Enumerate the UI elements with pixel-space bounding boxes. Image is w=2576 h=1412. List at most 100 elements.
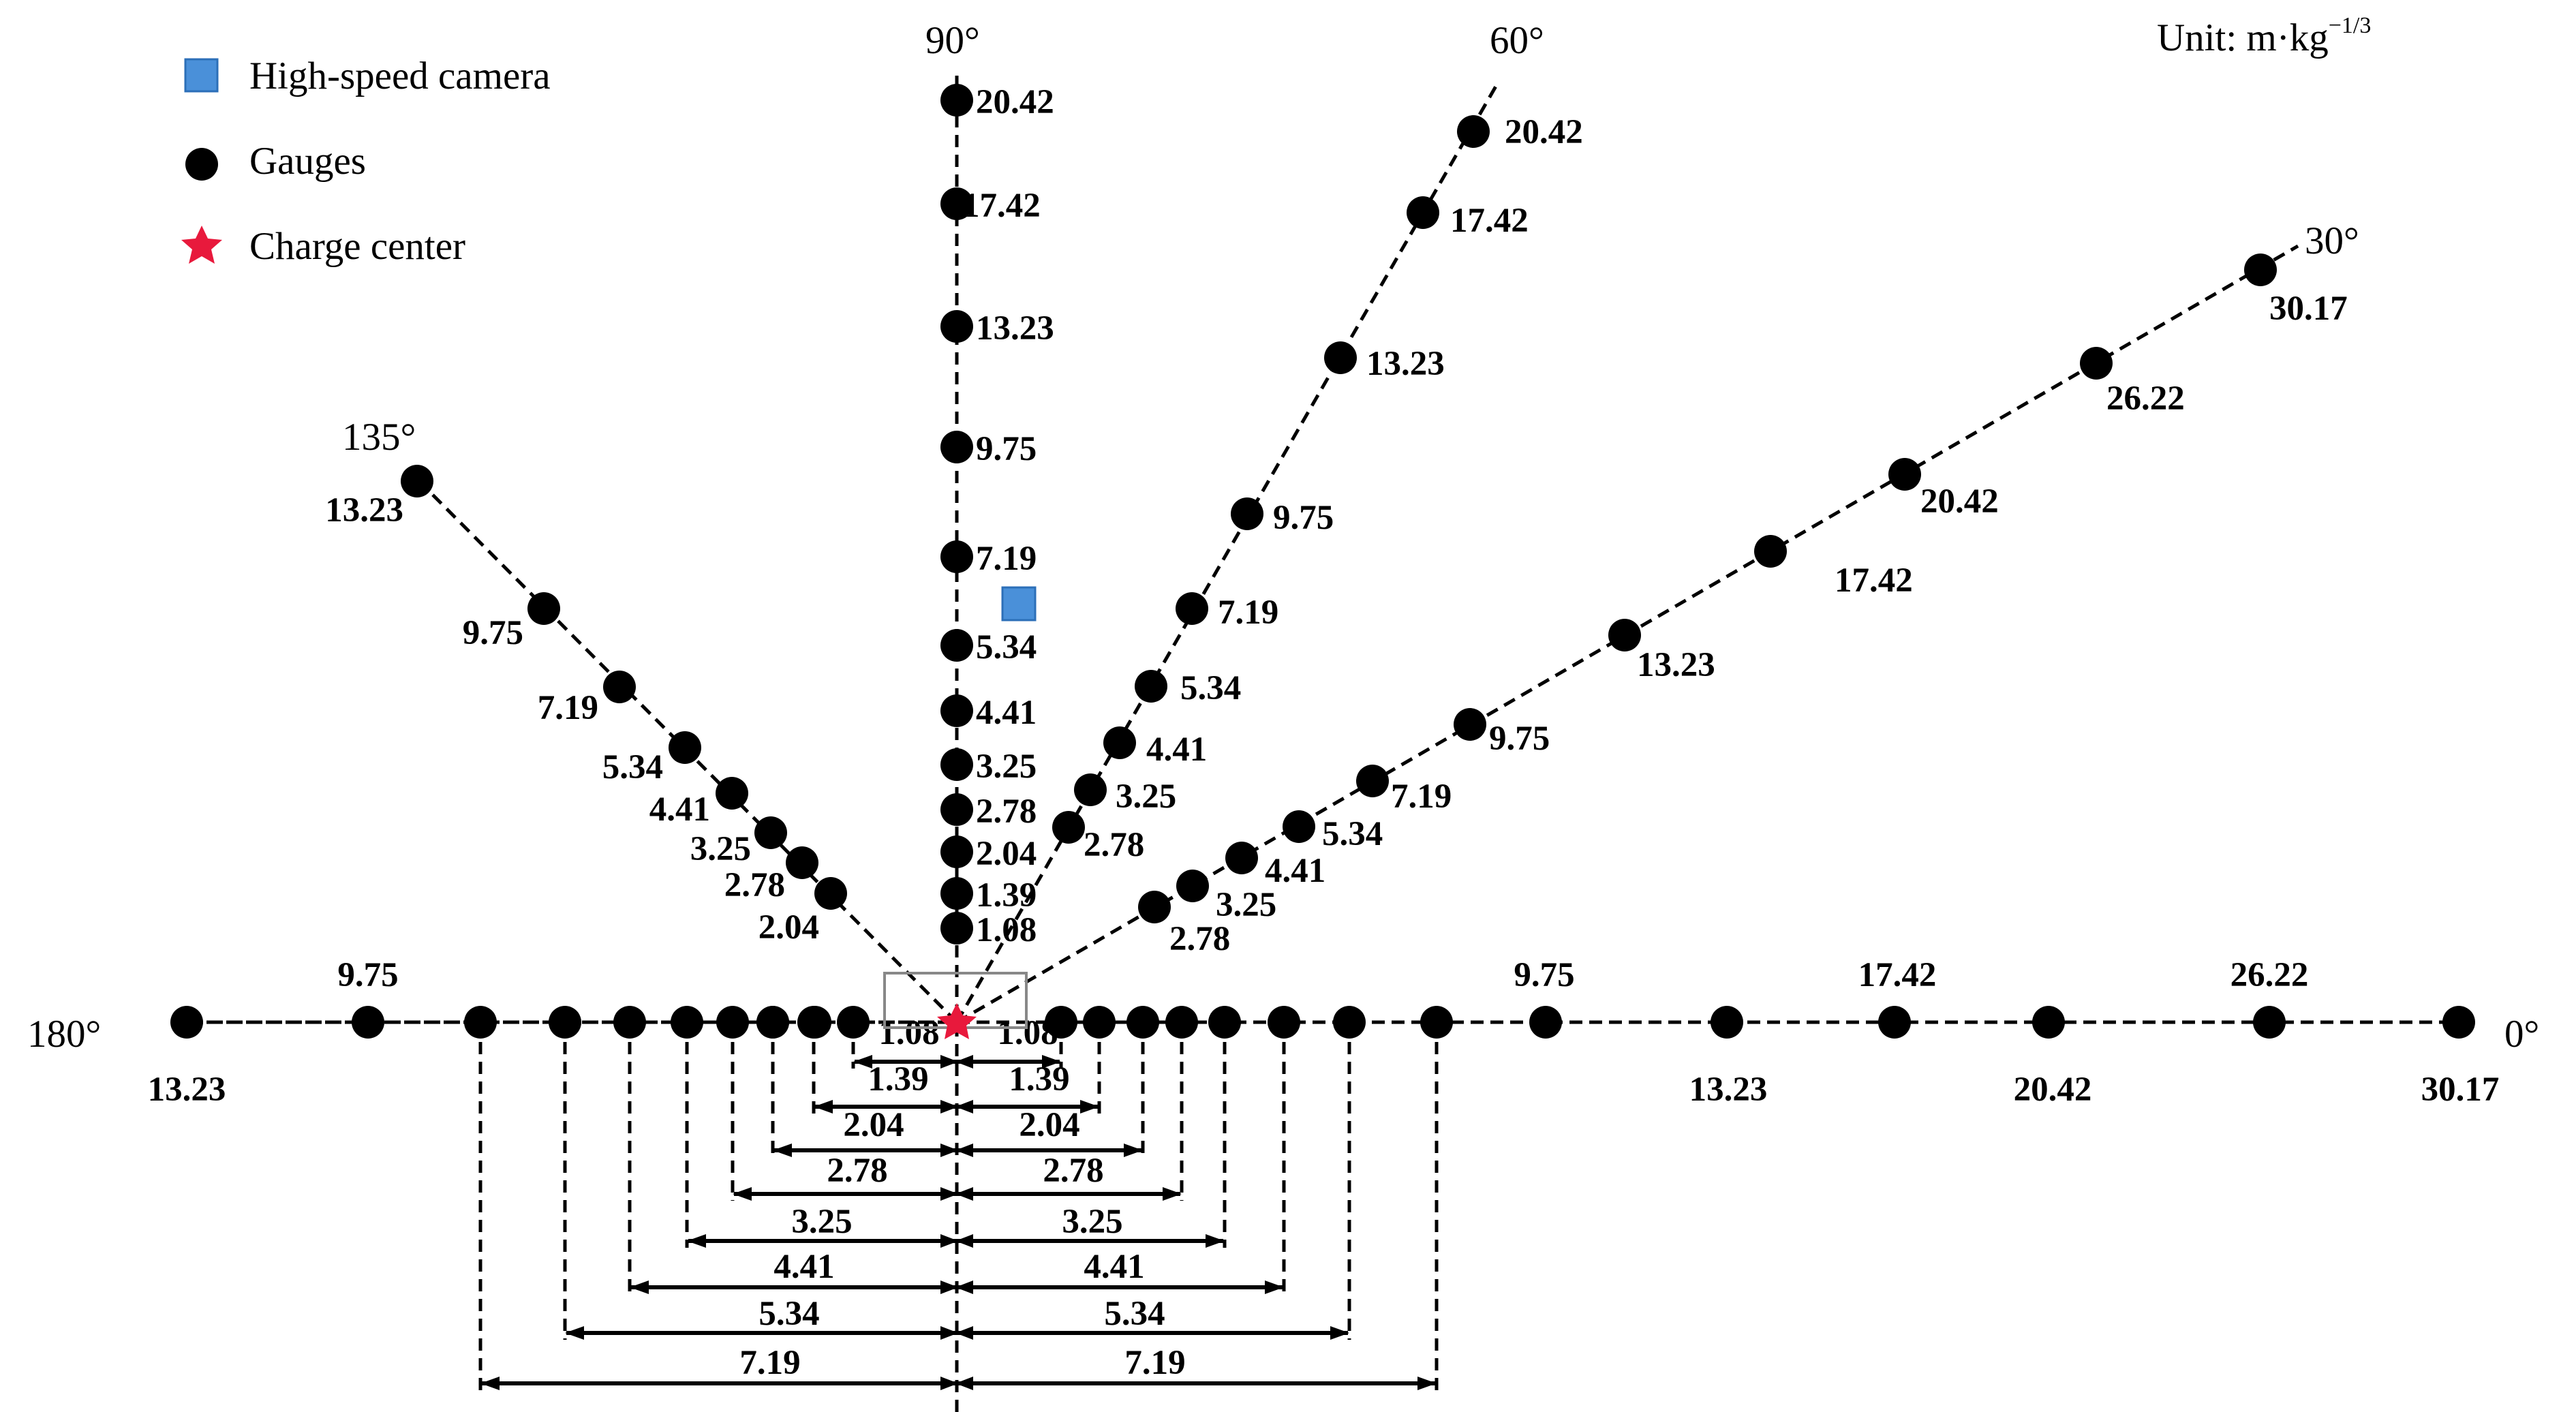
gauge-label: 17.42 [1450,202,1529,240]
gauge-dot-icon [756,1006,789,1039]
arrow-right-icon [940,1326,958,1340]
arrow-left-icon [955,1100,973,1114]
gauge-dot-icon [814,877,847,910]
gauge-dot-icon [1231,497,1263,530]
arrow-left-icon [955,1144,973,1157]
dimension-label: 2.78 [1043,1152,1103,1190]
gauge-dot-icon [940,187,973,220]
gauge-dot-icon [1083,1006,1116,1039]
arrow-right-icon [1417,1377,1437,1390]
gauge-dot-icon [1165,1006,1198,1039]
gauge-dot-icon [671,1006,703,1039]
arrow-left-icon [565,1326,584,1340]
arrow-right-icon [940,1280,958,1294]
dimension-label: 5.34 [1104,1295,1165,1333]
gauge-dot-icon [940,877,973,910]
dimension-label: 3.25 [1062,1203,1122,1241]
dimension-label: 2.04 [1019,1106,1079,1144]
gauge-label: 2.78 [976,793,1037,831]
legend-square-icon [184,58,219,93]
gauge-dot-icon [1356,765,1389,797]
gauge-dot-icon [170,1006,203,1039]
gauge-dot-icon [754,816,787,849]
legend-dot-icon [185,148,218,181]
arrow-left-icon [955,1377,973,1390]
angle-label-60: 60° [1490,19,1544,62]
gauge-dot-icon [799,1006,831,1039]
gauge-dot-icon [2080,347,2113,380]
gauge-dot-icon [940,748,973,781]
gauge-label: 4.41 [1146,731,1207,769]
gauge-label: 17.42 [1835,562,1913,600]
gauge-dot-icon [1045,1006,1077,1039]
gauge-dot-icon [1333,1006,1366,1039]
arrow-left-icon [955,1234,973,1248]
gauge-label: 9.75 [463,614,523,652]
angle-label-135: 135° [342,416,416,459]
gauge-label: 13.23 [976,309,1054,348]
gauge-dot-icon [1407,196,1439,229]
gauge-label: 13.23 [1689,1071,1768,1109]
arrow-right-icon [940,1187,958,1201]
gauge-dot-icon [940,912,973,945]
gauge-dot-icon [2253,1006,2286,1039]
charge-center-star-icon [937,1003,977,1039]
gauge-label: 2.78 [724,866,785,904]
gauge-label: 9.75 [1273,499,1334,537]
gauge-label: 2.04 [976,835,1037,873]
arrow-left-icon [853,1055,872,1069]
gauge-label: 9.75 [337,956,398,994]
arrow-right-icon [940,1234,958,1248]
gauge-label: 3.25 [1216,886,1276,924]
gauge-label: 7.19 [538,689,598,727]
gauge-dot-icon [549,1006,581,1039]
gauge-dot-icon [716,777,748,810]
gauge-label: 1.39 [976,876,1037,915]
arrow-left-icon [480,1377,500,1390]
gauge-dot-icon [1208,1006,1241,1039]
gauge-dot-icon [940,310,973,343]
gauge-dot-icon [2032,1006,2065,1039]
legend-star-icon [181,226,222,264]
gauge-label: 2.78 [1084,826,1144,864]
gauge-label: 30.17 [2421,1071,2500,1109]
gauge-dot-icon [1135,670,1167,703]
arrow-right-icon [940,1100,958,1114]
gauge-label: 26.22 [2106,380,2185,418]
arrow-left-icon [955,1187,973,1201]
unit-label: Unit: m·kg−1/3 [2157,13,2371,59]
gauge-label: 3.25 [690,830,751,868]
gauge-dot-icon [1454,708,1486,741]
angle-label-0: 0° [2504,1013,2539,1056]
angle-label-90: 90° [925,19,980,62]
arrow-left-icon [687,1234,706,1248]
gauge-label: 3.25 [1116,778,1176,816]
dimension-label: 7.19 [1124,1344,1185,1382]
arrow-left-icon [955,1326,973,1340]
gauge-dot-icon [1283,810,1315,843]
gauge-dot-icon [401,465,433,497]
gauge-label: 4.41 [976,694,1037,732]
gauge-dot-icon [1176,870,1209,902]
arrow-right-icon [1206,1234,1225,1248]
dimension-label: 4.41 [1084,1248,1144,1286]
angle-label-30: 30° [2305,219,2359,262]
dimension-label: 2.04 [843,1106,904,1144]
gauge-dot-icon [1711,1006,1743,1039]
gauge-dot-icon [940,431,973,463]
gauge-dot-icon [716,1006,749,1039]
gauge-label: 7.19 [1218,594,1278,632]
arrow-right-icon [1163,1187,1182,1201]
gauge-label: 30.17 [2269,290,2348,328]
gauge-dot-icon [1420,1006,1453,1039]
dimension-label: 2.78 [827,1152,887,1190]
gauge-dot-icon [352,1006,384,1039]
dimension-label: 4.41 [773,1248,834,1286]
gauge-dot-icon [1176,592,1208,625]
gauge-label: 3.25 [976,748,1037,786]
gauge-label: 20.42 [976,83,1054,121]
gauge-dot-icon [1052,811,1085,844]
gauge-label: 5.34 [602,748,663,786]
legend-label-gauges: Gauges [249,140,366,183]
